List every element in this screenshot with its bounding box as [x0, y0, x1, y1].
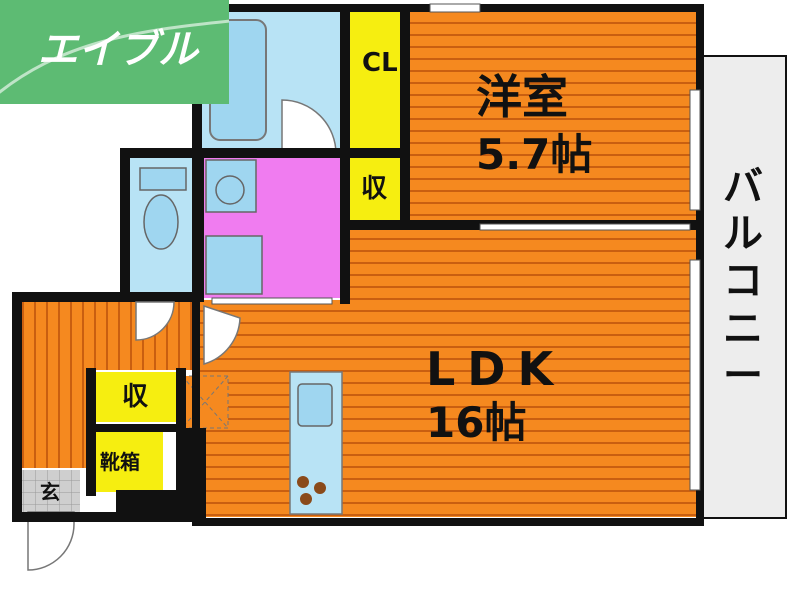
toilet-door-swing: [135, 301, 175, 341]
toilet-bowl: [143, 194, 179, 250]
hallway-floor-lower: [18, 370, 88, 468]
ldk-door-swing: [203, 304, 241, 365]
western-room-floor: [406, 12, 696, 222]
ldk-room-size: 16帖: [426, 398, 527, 447]
balcony-label: バルコニー: [723, 164, 763, 399]
top-window: [429, 3, 481, 13]
entrance-door-swing: [27, 511, 75, 571]
western-room-name: 洋室: [476, 70, 568, 124]
stove-burner: [297, 476, 309, 488]
logo-badge: [0, 0, 241, 104]
washroom-sliding-door: [211, 297, 333, 305]
balcony-area: [699, 55, 787, 519]
company-logo: エイブル: [0, 0, 241, 104]
storage-room-label: 収: [361, 174, 388, 204]
closet-label: CL: [362, 48, 398, 78]
partition-sliding-door: [479, 223, 691, 231]
logo-text: エイブル: [38, 27, 198, 73]
ldk-room-name: LDK: [426, 342, 566, 396]
bathroom-door-swing: [281, 99, 337, 155]
toilet-tank: [139, 167, 187, 191]
stove-burner: [314, 482, 326, 494]
closet-area: [348, 12, 406, 152]
kitchen-sink: [297, 383, 333, 427]
washing-drum: [215, 175, 245, 205]
wash-basin: [205, 235, 263, 295]
storage-entry-label: 収: [122, 382, 149, 412]
storage-entry-area: [95, 372, 177, 422]
storage-room-area: [348, 156, 406, 222]
ldk-floor: [345, 225, 696, 517]
western-room-size: 5.7帖: [476, 130, 593, 179]
shoe-box-label: 靴箱: [100, 450, 140, 474]
stove-burner: [300, 493, 312, 505]
logo-swoosh: [0, 18, 241, 94]
entrance-floor: [18, 470, 80, 512]
western-window: [689, 89, 701, 211]
entrance-label: 玄: [40, 480, 60, 504]
shoe-box-area: [95, 430, 163, 492]
ldk-window: [689, 259, 701, 491]
refrigerator-cross: [181, 375, 229, 429]
